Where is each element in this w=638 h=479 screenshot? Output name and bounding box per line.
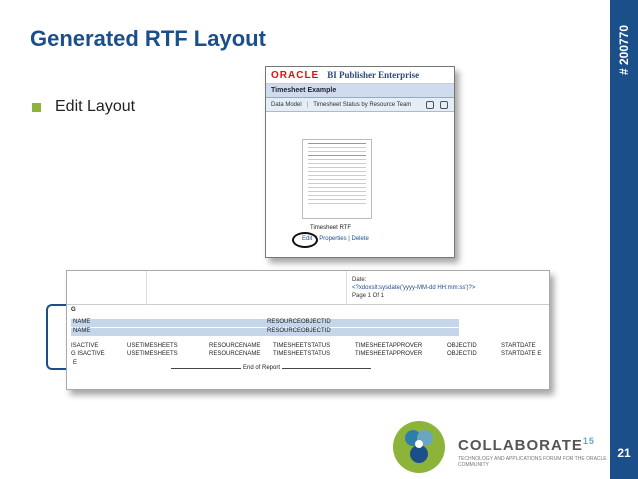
thumb-line (308, 143, 366, 144)
settings-icon[interactable] (440, 100, 448, 109)
thumb-line (308, 203, 366, 204)
cell: STARTDATE (501, 343, 536, 349)
slide-title: Generated RTF Layout (30, 26, 266, 51)
thumb-line (308, 167, 366, 168)
thumb-line (308, 187, 366, 188)
cell: STARTDATE E (501, 351, 542, 357)
nav-report[interactable]: Timesheet Status by Resource Team (313, 101, 412, 108)
bullet-text: Edit Layout (55, 98, 136, 115)
table-row: NAME RESOURCEOBJECTID (71, 328, 459, 336)
bracket-annotation (46, 304, 72, 370)
collaborate-tagline: TECHNOLOGY AND APPLICATIONS FORUM FOR TH… (458, 456, 607, 468)
thumb-line (308, 191, 366, 192)
bip-nav: Data Model | Timesheet Status by Resourc… (266, 98, 454, 112)
tab-timesheet-example[interactable]: Timesheet Example (271, 87, 337, 94)
collaborate-name: COLLABORATE (458, 437, 583, 454)
thumb-line (308, 199, 366, 200)
cell: USETIMESHEETS (127, 343, 178, 349)
delete-link[interactable]: Delete (351, 236, 369, 242)
session-tag: # 200770 (617, 24, 631, 76)
bip-tabbar: Timesheet Example (266, 84, 454, 98)
bullet-square-icon (32, 102, 41, 112)
collaborate-wordmark: COLLABORATE15 (458, 436, 595, 454)
thumb-line (308, 147, 366, 148)
collaborate-year: 15 (582, 436, 595, 446)
bip-product-title: BI Publisher Enterprise (327, 70, 420, 80)
layout-thumbnail[interactable] (302, 139, 372, 219)
cell: RESOURCENAME (209, 351, 261, 357)
cell: G ISACTIVE (71, 351, 105, 357)
oracle-logo: ORACLE (271, 69, 320, 81)
rtf-header-table: Date: <?xdoxslt:sysdate('yyyy-MM-dd HH:m… (67, 271, 549, 305)
cell-resourceobjectid: RESOURCEOBJECTID (267, 319, 331, 325)
group-start-marker: G (71, 307, 76, 313)
nav-data-model[interactable]: Data Model (271, 101, 302, 108)
cell: ISACTIVE (71, 343, 99, 349)
cell: OBJECTID (447, 351, 477, 357)
collaborate-logo-icon (393, 421, 445, 473)
cell: TIMESHEETAPPROVER (355, 351, 423, 357)
rtf-template-screenshot: Date: <?xdoxslt:sysdate('yyyy-MM-dd HH:m… (66, 270, 550, 390)
edit-highlight-circle (292, 232, 318, 248)
cell-name: NAME (73, 319, 91, 325)
layout-name: Timesheet RTF (310, 225, 352, 231)
bi-publisher-screenshot: ORACLE BI Publisher Enterprise Timesheet… (265, 66, 455, 258)
side-bar (610, 0, 638, 479)
end-of-report-text: End of Report (241, 365, 283, 371)
cell: TIMESHEETSTATUS (273, 343, 331, 349)
cell-name: NAME (73, 328, 91, 334)
thumb-line (308, 195, 366, 196)
bip-toolbar (426, 100, 448, 109)
date-label: Date: (352, 277, 367, 283)
date-field: <?xdoxslt:sysdate('yyyy-MM-dd HH:mm:ss')… (352, 285, 476, 291)
thumb-line (308, 151, 366, 152)
header-cell (67, 271, 147, 305)
thumb-line (308, 175, 366, 176)
actions-separator: | (346, 236, 352, 242)
search-icon[interactable] (426, 100, 434, 109)
thumb-line (308, 155, 366, 156)
header-cell (147, 271, 347, 305)
date-block: Date: <?xdoxslt:sysdate('yyyy-MM-dd HH:m… (352, 276, 475, 300)
cell-resourceobjectid: RESOURCEOBJECTID (267, 328, 331, 334)
cell: OBJECTID (447, 343, 477, 349)
thumb-line (308, 171, 366, 172)
end-of-report-line: End of Report (171, 365, 371, 371)
slide-number: 21 (617, 446, 631, 460)
thumb-line (308, 163, 366, 164)
thumb-line (308, 183, 366, 184)
bip-header: ORACLE BI Publisher Enterprise (266, 67, 454, 84)
table-row: NAME RESOURCEOBJECTID (71, 319, 459, 327)
cell: TIMESHEETSTATUS (273, 351, 331, 357)
cell: TIMESHEETAPPROVER (355, 343, 423, 349)
bullet-item: Edit Layout (32, 98, 135, 116)
nav-separator: | (306, 101, 309, 108)
properties-link[interactable]: Properties (319, 236, 347, 242)
thumb-line (308, 159, 366, 160)
cell: USETIMESHEETS (127, 351, 178, 357)
group-end-label: E (73, 360, 78, 366)
page-indicator: Page 1 Of 1 (352, 293, 385, 299)
thumb-line (308, 179, 366, 180)
cell: RESOURCENAME (209, 343, 261, 349)
